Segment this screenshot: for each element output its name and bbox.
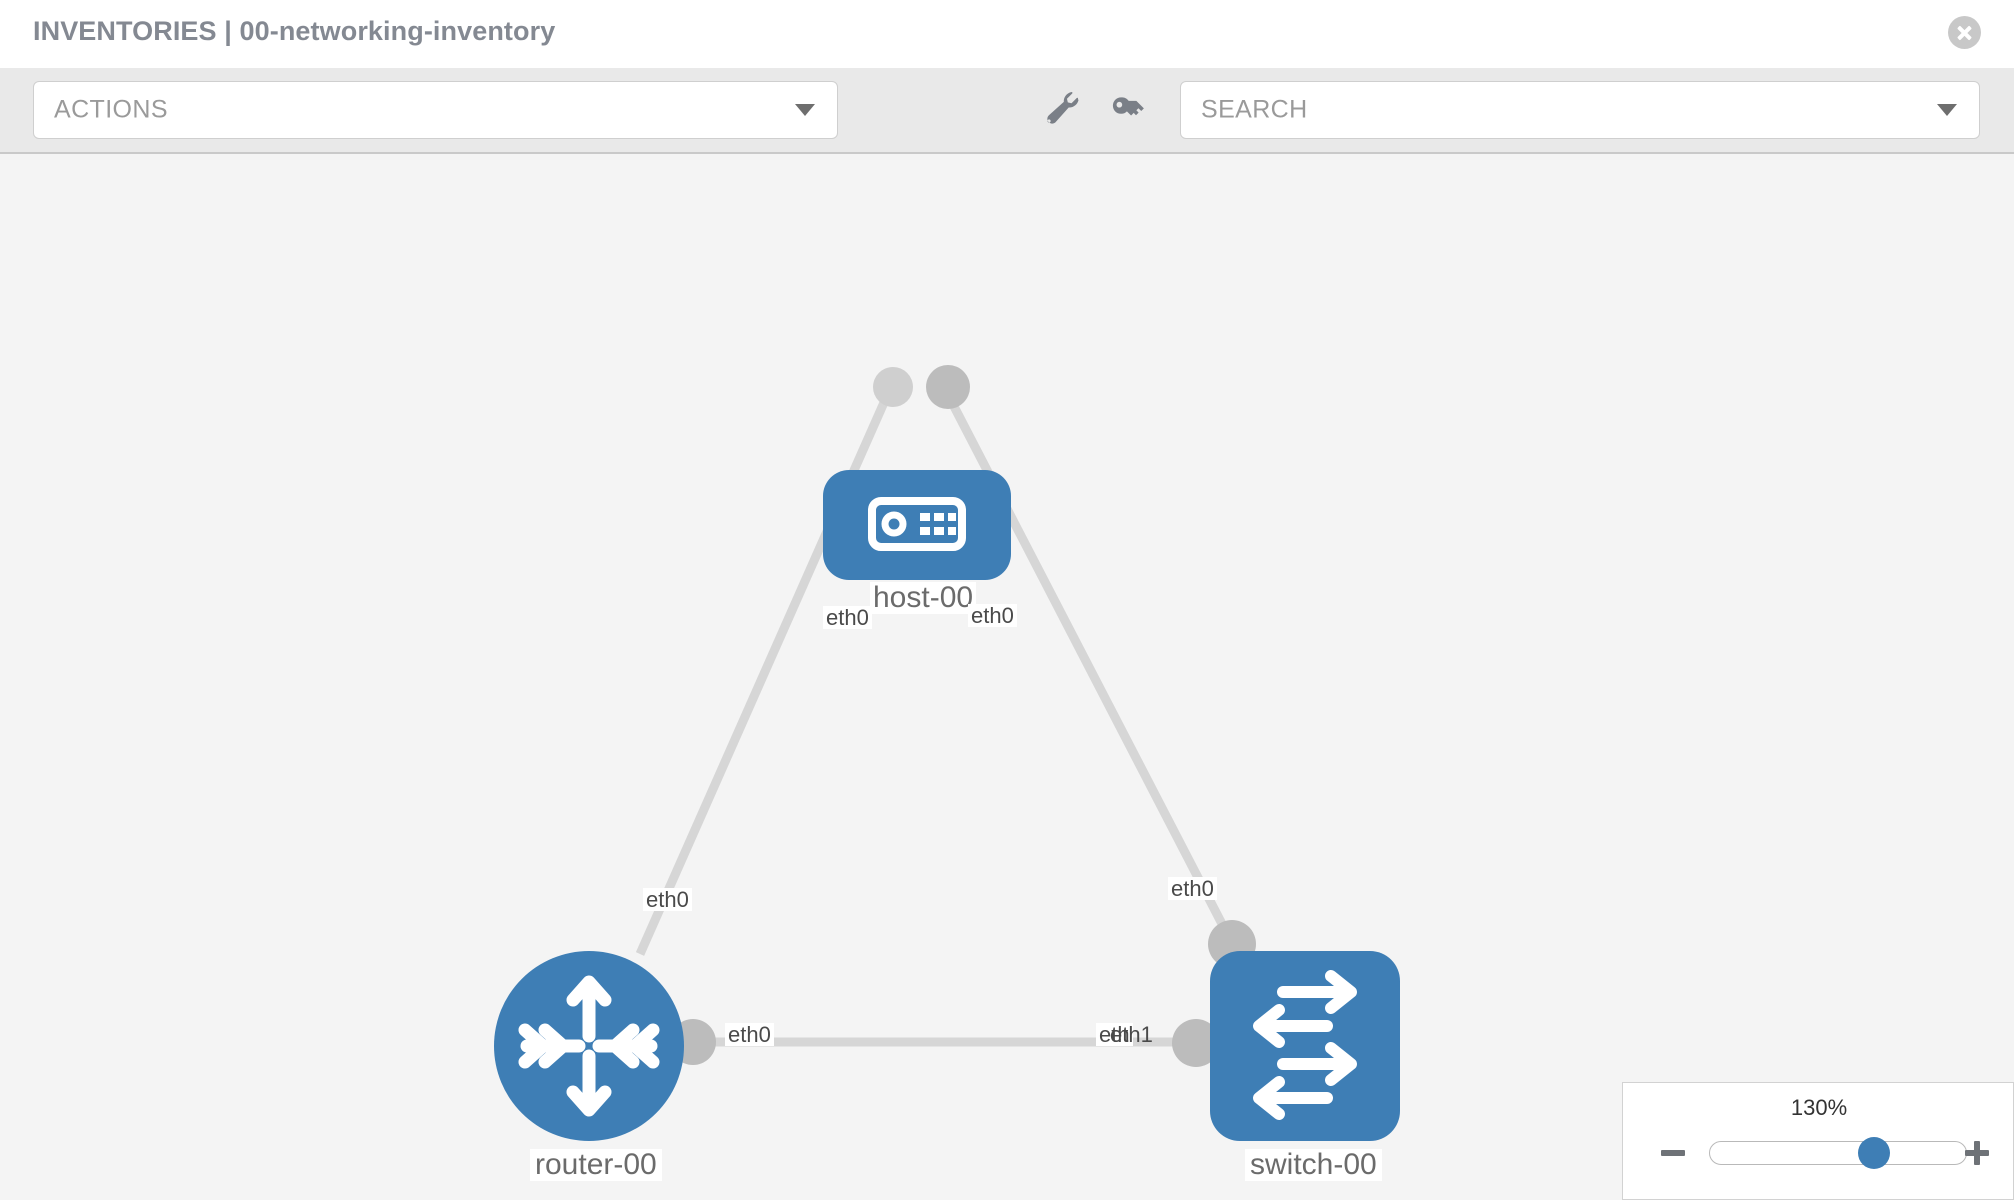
switch-arrows-icon [1253,970,1357,1120]
page-title: INVENTORIES | 00-networking-inventory [33,16,556,46]
iface-label-host-eth0-left: eth0 [823,606,872,629]
topology-graph [494,365,1400,1141]
search-input[interactable]: SEARCH [1180,81,1980,139]
node-label-router-00: router-00 [530,1149,662,1181]
iface-label-switch-eth1-trunk: eth1 [1110,1022,1153,1047]
node-label-switch-00: switch-00 [1245,1149,1382,1181]
iface-label-host-eth0-right: eth0 [968,604,1017,627]
wrench-icon[interactable] [1040,90,1082,132]
node-label-host-00: host-00 [870,582,977,614]
server-device-icon [868,497,966,551]
port-host-left [873,367,913,407]
node-host-00 [823,470,1011,580]
iface-label-router-eth0-uplink: eth0 [643,888,692,911]
node-router-00 [494,951,684,1141]
router-four-arrows-icon [518,975,660,1117]
iface-label-switch-eth0-uplink: eth0 [1168,877,1217,900]
actions-dropdown-label: ACTIONS [54,95,168,124]
close-icon[interactable] [1948,16,1981,49]
topology-canvas[interactable]: host-00 router-00 switch-00 eth0 eth0 et… [0,154,2014,1200]
chevron-down-icon [795,104,815,116]
page-header: INVENTORIES | 00-networking-inventory [0,0,2014,68]
iface-label-switch-eth-overlap: eth [1096,1023,1133,1046]
zoom-level-value: 130% [1790,1095,1848,1120]
port-host-right [926,365,970,409]
router-arrowheads [538,1023,640,1069]
zoom-in-button[interactable] [1963,1139,1991,1167]
zoom-slider-track[interactable] [1709,1141,1967,1165]
toolbar: ACTIONS SEARCH [0,68,2014,154]
chevron-down-icon [1937,104,1957,116]
zoom-out-button[interactable] [1659,1139,1687,1167]
search-placeholder: SEARCH [1201,95,1308,124]
key-icon[interactable] [1108,90,1150,132]
zoom-control-panel: 130% [1622,1082,2014,1200]
node-switch-00 [1210,951,1400,1141]
iface-label-router-eth0-trunk: eth0 [725,1023,774,1046]
topology-ports [670,365,1256,1067]
zoom-slider-thumb[interactable] [1858,1137,1890,1169]
actions-dropdown[interactable]: ACTIONS [33,81,838,139]
port-switch-left [1172,1019,1220,1067]
